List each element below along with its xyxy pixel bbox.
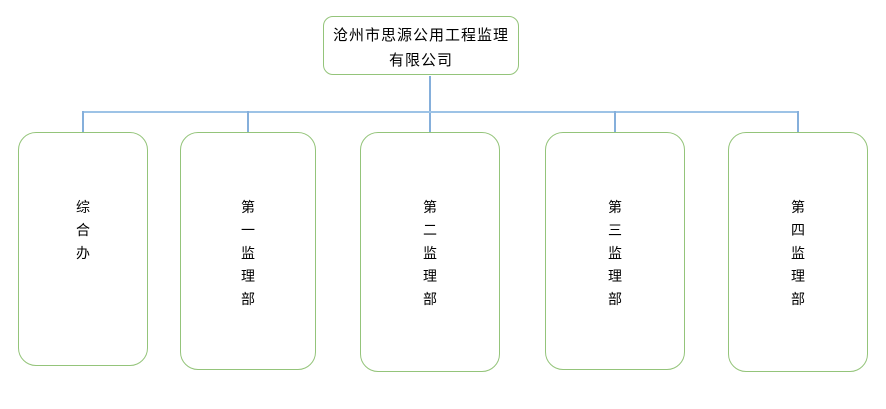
dept-box-supervision-2: 第二监理部 <box>360 132 500 372</box>
dept-label: 综合办 <box>76 200 90 262</box>
dept-label: 第三监理部 <box>608 200 622 308</box>
connector-horizontal-rail <box>83 111 798 113</box>
connector-root-vertical <box>429 76 431 133</box>
org-root-title-line-2: 有限公司 <box>388 51 453 69</box>
dept-box-supervision-4: 第四监理部 <box>728 132 868 372</box>
dept-label: 第四监理部 <box>791 200 805 308</box>
dept-box-supervision-1: 第一监理部 <box>180 132 316 370</box>
org-root-title-line-1: 沧州市思源公用工程监理 <box>332 26 509 44</box>
dept-box-supervision-3: 第三监理部 <box>545 132 685 370</box>
connector-drop-general-office <box>82 111 84 133</box>
org-root-box: 沧州市思源公用工程监理 有限公司 <box>323 16 519 75</box>
connector-drop-supervision-3 <box>614 111 616 133</box>
dept-label: 第一监理部 <box>241 200 255 308</box>
dept-label: 第二监理部 <box>423 200 437 308</box>
connector-drop-supervision-4 <box>797 111 799 133</box>
connector-drop-supervision-1 <box>247 111 249 133</box>
dept-box-general-office: 综合办 <box>18 132 148 366</box>
